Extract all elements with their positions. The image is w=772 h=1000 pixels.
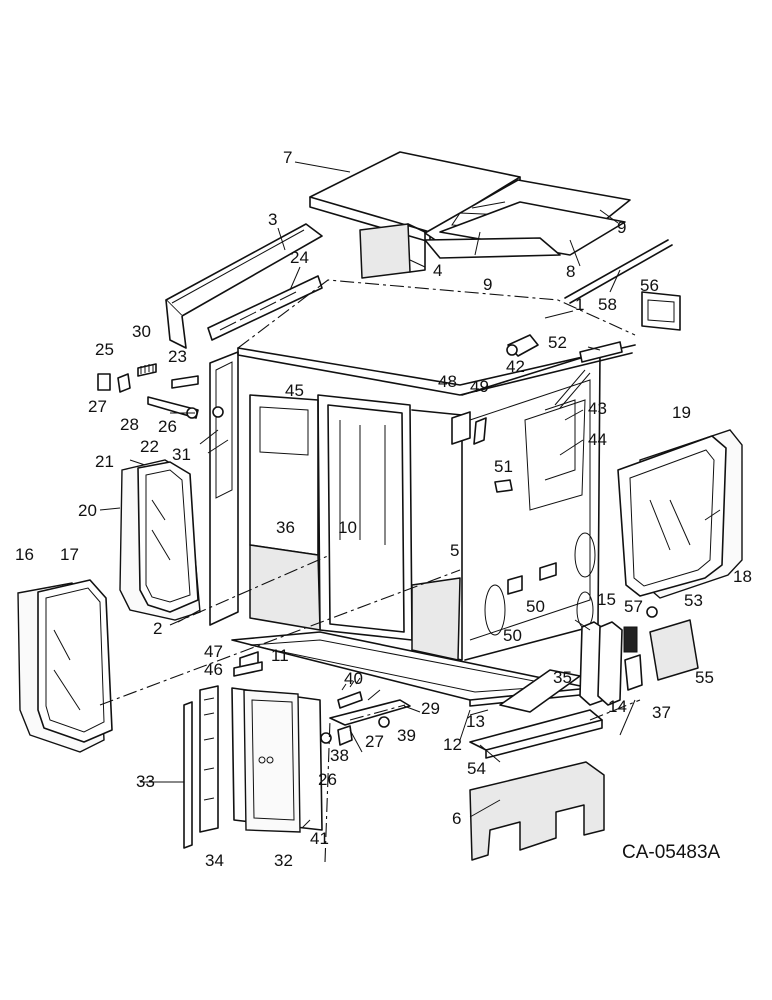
callout-31: 31 [172, 445, 191, 464]
door-hinge-assembly [183, 685, 323, 849]
callout-36: 36 [276, 518, 295, 537]
roof-block-4 [359, 223, 426, 279]
callout-42: 42 [506, 357, 525, 376]
callout-26: 26 [158, 417, 177, 436]
callout-9: 9 [483, 275, 492, 294]
callout-18: 18 [733, 567, 752, 586]
roof-trim-strip-58 [564, 239, 673, 304]
callout-27: 27 [365, 732, 384, 751]
step-54 [469, 709, 603, 759]
callout-21: 21 [95, 452, 114, 471]
callout-25: 25 [95, 340, 114, 359]
callout-39: 39 [397, 726, 416, 745]
callout-16: 16 [15, 545, 34, 564]
callout-56: 56 [640, 276, 659, 295]
callout-38: 38 [330, 746, 349, 765]
callout-1: 1 [575, 295, 584, 314]
rear-window-header-3 [165, 223, 323, 349]
callout-22: 22 [140, 437, 159, 456]
seal-strip-24 [207, 275, 323, 341]
callout-44: 44 [588, 430, 607, 449]
callout-53: 53 [684, 591, 703, 610]
step-35 [499, 669, 581, 713]
callout-54: 54 [467, 759, 486, 778]
callout-6: 6 [452, 809, 461, 828]
callout-33: 33 [136, 772, 155, 791]
drawing-code: CA-05483A [622, 842, 721, 863]
callout-labels: 7 3 9 9 4 8 24 58 56 1 25 30 23 52 42 48… [15, 148, 752, 870]
callout-37: 37 [652, 703, 671, 722]
callout-45: 45 [285, 381, 304, 400]
callout-5: 5 [450, 541, 459, 560]
callout-43: 43 [588, 399, 607, 418]
small-parts-rear-left [97, 363, 224, 419]
callout-34: 34 [205, 851, 224, 870]
plate-55 [649, 619, 699, 681]
plug-53 [646, 606, 658, 618]
mirror-bracket-37 [624, 654, 643, 691]
callout-10: 10 [338, 518, 357, 537]
callout-50: 50 [503, 626, 522, 645]
callout-14: 14 [608, 697, 627, 716]
callout-57: 57 [624, 597, 643, 616]
callout-15: 15 [597, 590, 616, 609]
callout-48: 48 [438, 372, 457, 391]
callout-55: 55 [695, 668, 714, 687]
callout-50: 50 [526, 597, 545, 616]
callout-27: 27 [88, 397, 107, 416]
callout-7: 7 [283, 148, 292, 167]
callout-30: 30 [132, 322, 151, 341]
callout-8: 8 [566, 262, 575, 281]
cab-frame-1 [209, 279, 636, 661]
callout-40: 40 [344, 669, 363, 688]
callout-4: 4 [433, 261, 442, 280]
rear-quarter-seal-21 [137, 461, 199, 613]
callout-20: 20 [78, 501, 97, 520]
latch-parts-40 [233, 651, 411, 746]
callout-3: 3 [268, 210, 277, 229]
callout-49: 49 [470, 377, 489, 396]
callout-11: 11 [271, 646, 289, 665]
callout-2: 2 [153, 619, 162, 638]
side-glass-seal-19 [617, 435, 727, 597]
side-lamps-14-15 [579, 621, 638, 706]
callout-12: 12 [443, 735, 462, 754]
callout-17: 17 [60, 545, 79, 564]
callout-41: 41 [310, 829, 329, 848]
projection-lines [99, 554, 641, 863]
callout-52: 52 [548, 333, 567, 352]
right-side-small-parts [451, 334, 623, 595]
callout-28: 28 [120, 415, 139, 434]
callout-51: 51 [494, 457, 513, 476]
console-6 [469, 761, 605, 861]
dome-light-56 [641, 291, 681, 331]
callout-29: 29 [421, 699, 440, 718]
callout-32: 32 [274, 851, 293, 870]
callout-24: 24 [290, 248, 309, 267]
callout-23: 23 [168, 347, 187, 366]
leader-lines [99, 161, 721, 829]
callout-13: 13 [466, 712, 485, 731]
callout-46: 46 [204, 660, 223, 679]
callout-26: 26 [318, 770, 337, 789]
roof-panel-9-left [424, 237, 561, 259]
callout-58: 58 [598, 295, 617, 314]
callout-47: 47 [204, 642, 223, 661]
callout-19: 19 [672, 403, 691, 422]
door-seal-17 [37, 579, 113, 743]
callout-35: 35 [553, 668, 572, 687]
callout-9: 9 [617, 218, 626, 237]
